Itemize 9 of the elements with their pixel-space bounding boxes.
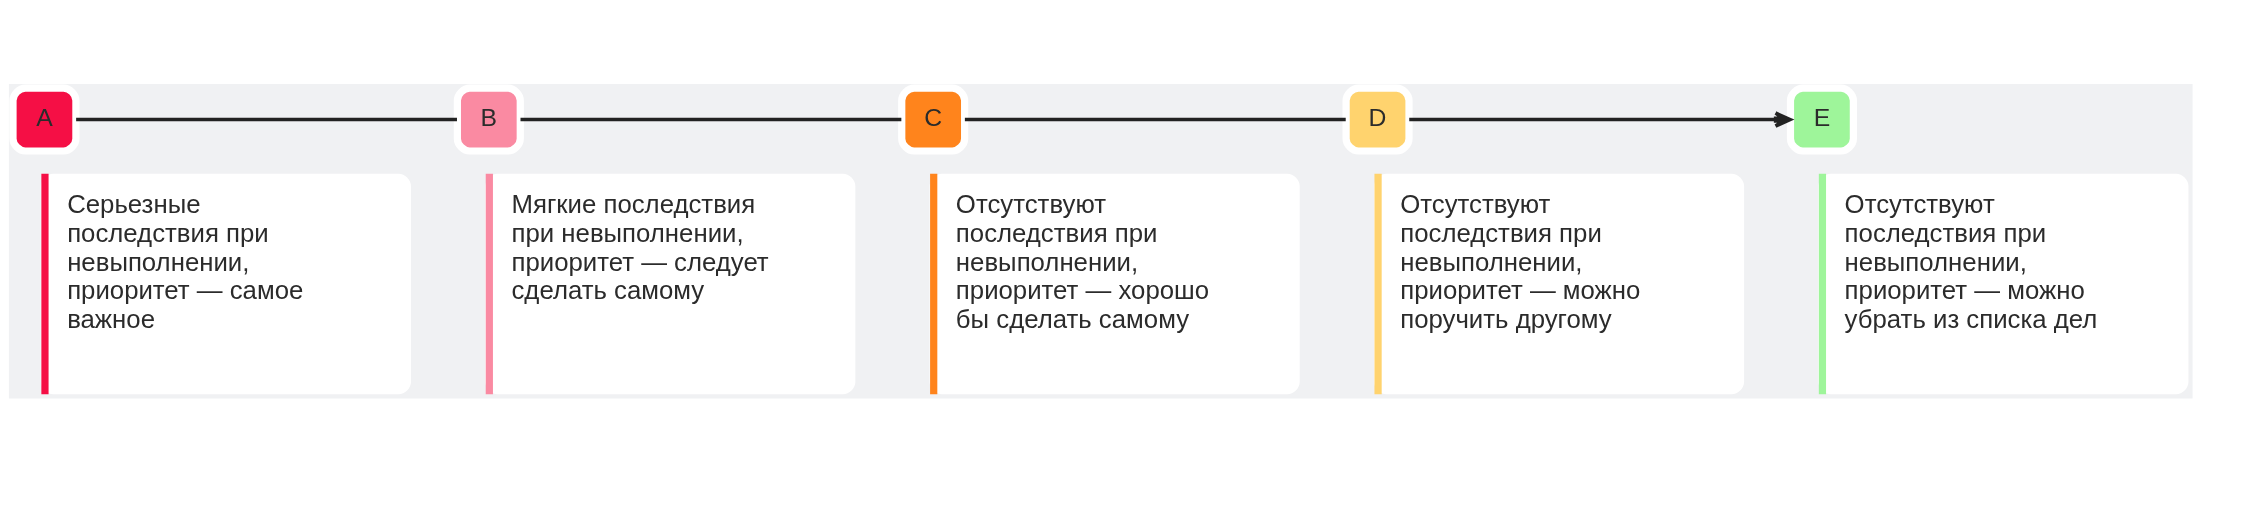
node-box: E <box>1786 84 1857 155</box>
connector <box>520 117 902 122</box>
node-box: A <box>9 84 80 155</box>
arrow <box>1409 111 1792 128</box>
connector <box>964 117 1346 122</box>
node-box: C <box>898 84 969 155</box>
connector <box>76 117 457 122</box>
node-box: B <box>453 84 524 155</box>
node-box: D <box>1342 84 1413 155</box>
